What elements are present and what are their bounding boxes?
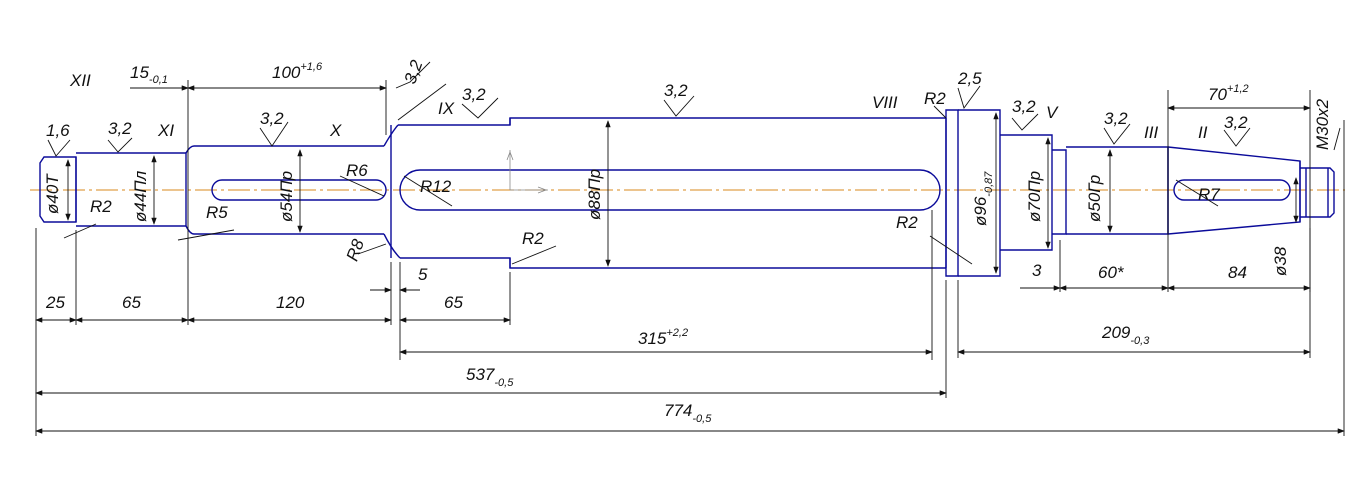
diameter-44: ø44Пл xyxy=(131,170,150,222)
roughness-3-2-b: 3,2 xyxy=(260,109,284,128)
roughness-3-2-a: 3,2 xyxy=(108,119,132,138)
dimension-lines xyxy=(35,61,1345,436)
dim-60: 60* xyxy=(1098,263,1125,282)
dim-65-b: 65 xyxy=(444,293,463,312)
radius-r8: R8 xyxy=(343,236,368,263)
section-viii: VIII xyxy=(872,93,898,112)
roughness-2-5: 2,5 xyxy=(957,69,982,88)
section-ii: II xyxy=(1198,123,1208,142)
roughness-3-2-c: 3,2 xyxy=(401,57,427,86)
dim-774: 774-0,5 xyxy=(664,401,712,425)
labels: XII XI X IX VIII V III II 1,6 3,2 3,2 3,… xyxy=(43,57,1332,425)
diameter-50: ø50Гр xyxy=(1085,175,1104,222)
radius-r5: R5 xyxy=(206,203,228,222)
dim-15: 15-0,1 xyxy=(130,63,168,86)
radius-r2-left: R2 xyxy=(90,197,112,216)
dim-65-a: 65 xyxy=(122,293,141,312)
shaft-outline xyxy=(39,109,1335,277)
section-xii: XII xyxy=(69,71,91,90)
dim-3: 3 xyxy=(1032,261,1042,280)
diameter-88: ø88Пр xyxy=(585,169,604,220)
roughness-1-6: 1,6 xyxy=(46,121,70,140)
radius-r6: R6 xyxy=(346,161,368,180)
dim-100: 100+1,6 xyxy=(272,61,323,82)
section-iii: III xyxy=(1144,123,1158,142)
radius-r7: R7 xyxy=(1198,185,1220,204)
dim-25: 25 xyxy=(45,293,65,312)
diameter-70: ø70Пр xyxy=(1025,171,1044,222)
diameter-38: ø38 xyxy=(1271,246,1290,276)
dim-120: 120 xyxy=(276,293,305,312)
dim-5: 5 xyxy=(418,265,428,284)
roughness-3-2-g: 3,2 xyxy=(1104,109,1128,128)
radius-r12: R12 xyxy=(420,177,452,196)
diameter-54: ø54Пр xyxy=(277,171,296,222)
roughness-3-2-e: 3,2 xyxy=(664,81,688,100)
dim-209: 209-0,3 xyxy=(1101,323,1150,347)
section-xi: XI xyxy=(157,121,174,140)
thread-m30x2: M30x2 xyxy=(1313,98,1332,150)
dim-315: 315+2,2 xyxy=(638,327,688,348)
section-v: V xyxy=(1046,103,1059,122)
diameter-96: ø96-0,87 xyxy=(971,171,995,226)
radius-r2-right: R2 xyxy=(896,213,918,232)
section-x: X xyxy=(329,121,342,140)
dim-537: 537-0,5 xyxy=(466,365,514,389)
coordinate-marker xyxy=(506,150,548,194)
dim-70: 70+1,2 xyxy=(1208,83,1249,104)
roughness-3-2-h: 3,2 xyxy=(1224,113,1248,132)
diameter-40: ø40Т xyxy=(43,173,62,214)
dim-84: 84 xyxy=(1228,263,1247,282)
section-ix: IX xyxy=(438,99,455,118)
roughness-3-2-f: 3,2 xyxy=(1012,97,1036,116)
roughness-3-2-d: 3,2 xyxy=(462,85,486,104)
radius-r2-mid: R2 xyxy=(522,229,544,248)
radius-r2-top: R2 xyxy=(924,89,946,108)
